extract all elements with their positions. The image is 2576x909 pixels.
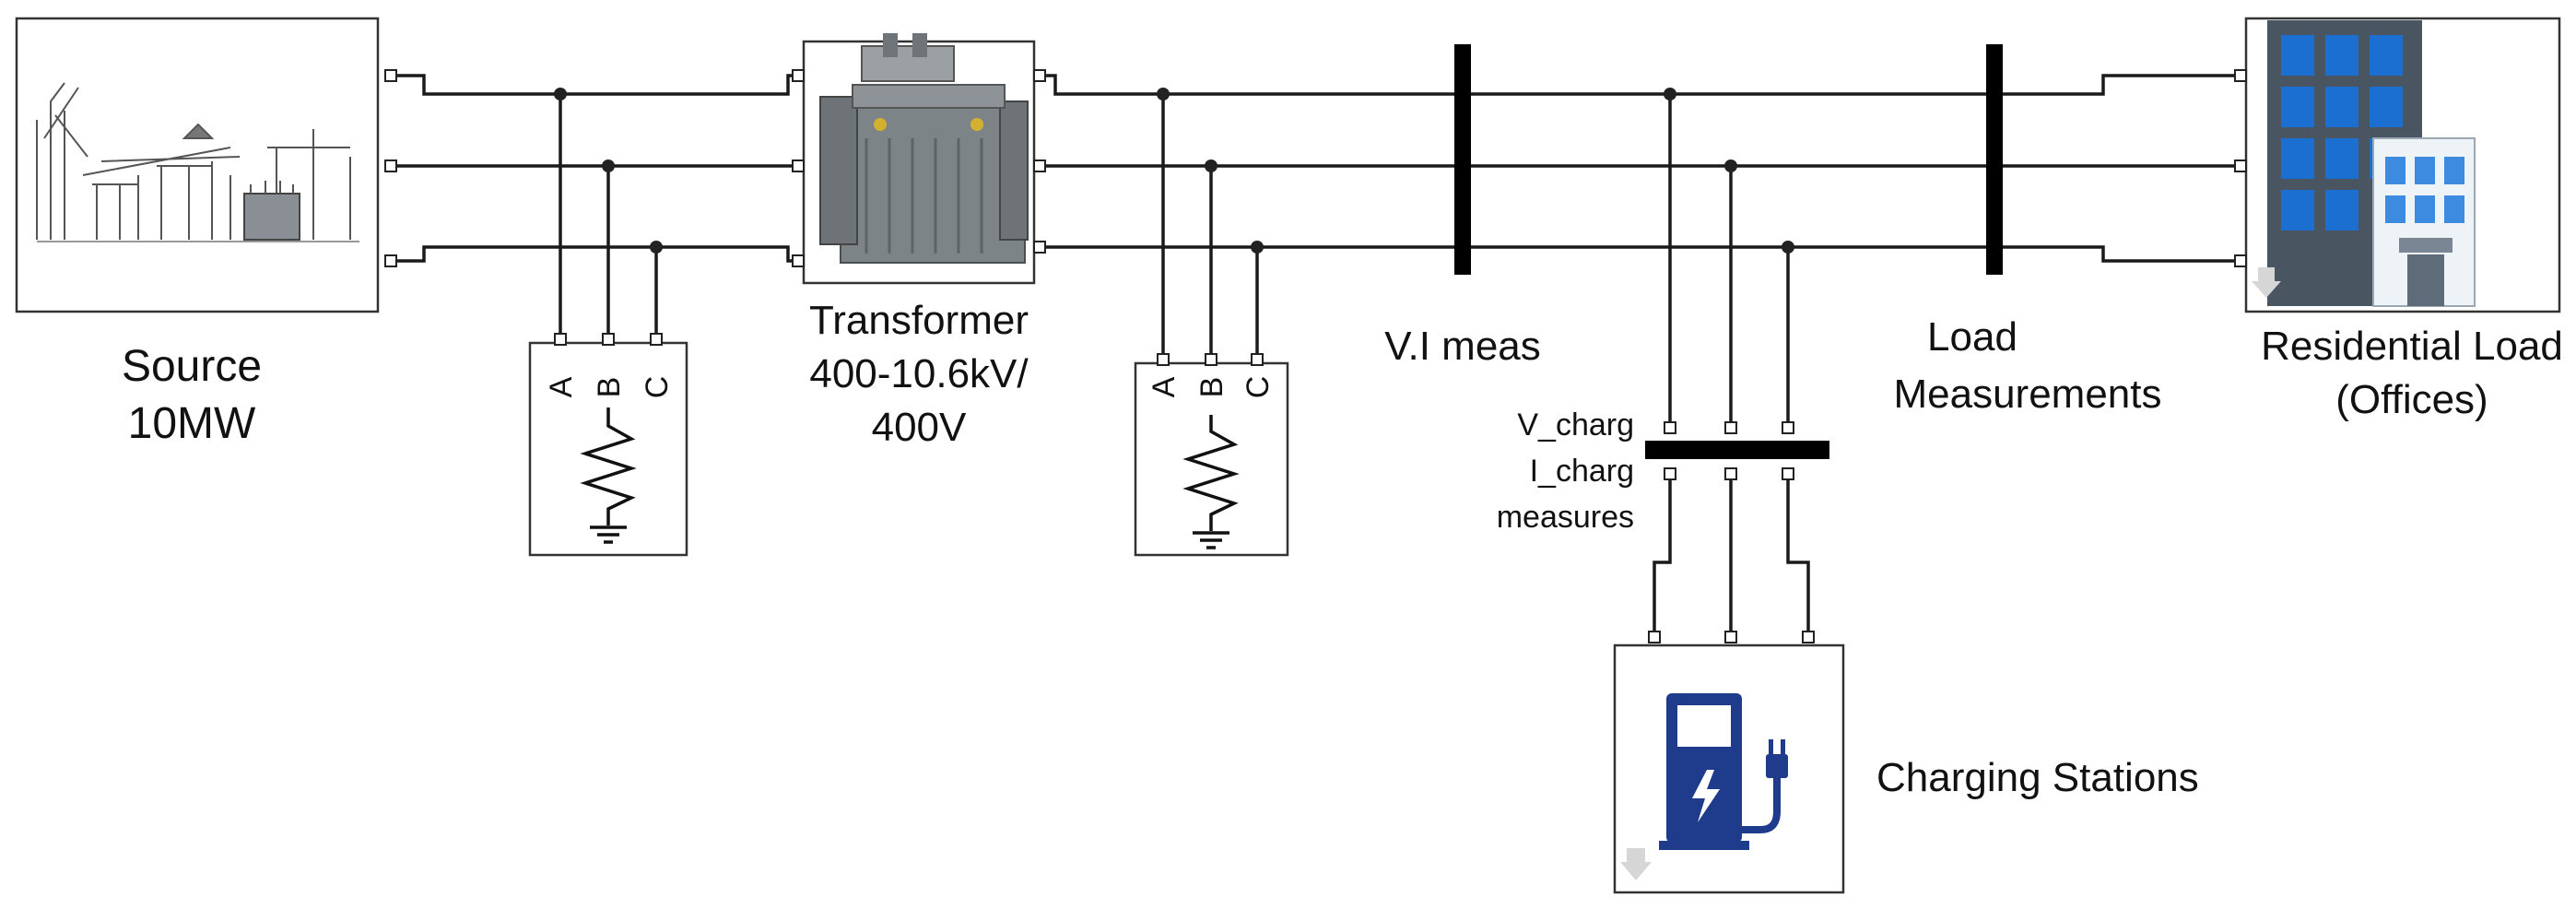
wire-charg-out-c — [1786, 479, 1810, 632]
resistor-icon — [1182, 415, 1240, 549]
source-ports — [384, 69, 397, 267]
wire-main-phase-a — [1034, 74, 2009, 96]
source-title: Source — [122, 342, 262, 391]
junction-dot — [1205, 159, 1217, 172]
vi-meas-bus[interactable] — [1454, 44, 1471, 275]
wire-res-phase-a — [2009, 74, 2235, 96]
transformer-label-line1: Transformer — [809, 298, 1029, 343]
ev-charger-icon — [1659, 693, 1788, 850]
charging-stations-block[interactable] — [1613, 631, 1845, 894]
load1-phase-b: B — [592, 377, 627, 398]
three-phase-load-2[interactable]: A B C — [1134, 353, 1289, 557]
charg-meas-label-line2: I_charg — [1530, 454, 1634, 489]
transformer-icon — [819, 33, 1029, 264]
junction-dots — [554, 88, 1794, 254]
load-meas-label-line2: Measurements — [1893, 372, 2161, 417]
wire-source-phase-c — [396, 245, 804, 263]
source-rating: 10MW — [128, 399, 256, 448]
resistor-icon — [580, 407, 637, 544]
junction-dot — [1664, 88, 1676, 100]
transformer-block[interactable] — [792, 33, 1046, 285]
wire-charg-out-a — [1653, 479, 1672, 632]
ground-icon — [590, 525, 627, 544]
junction-dot — [1724, 159, 1737, 172]
load-meas-label-line1: Load — [1927, 314, 2017, 360]
source-block[interactable] — [15, 17, 397, 313]
junction-dot — [602, 159, 615, 172]
load1-phase-a: A — [544, 376, 579, 397]
wire-source-phase-a — [396, 74, 804, 96]
charging-stations-label: Charging Stations — [1876, 755, 2199, 800]
charg-meas-bus[interactable] — [1645, 441, 1829, 459]
transformer-label-line3: 400V — [872, 405, 967, 450]
residential-label-line2: (Offices) — [2335, 377, 2488, 422]
charg-meas-label-line1: V_charg — [1517, 407, 1634, 443]
junction-dot — [1157, 88, 1170, 100]
load2-phase-b: B — [1194, 377, 1229, 398]
charg-meas-ports — [1664, 421, 1794, 480]
junction-dot — [1782, 241, 1794, 254]
ground-icon — [1193, 531, 1229, 549]
building-icon — [2267, 20, 2476, 307]
down-arrow-icon — [1620, 848, 1652, 880]
substation-icon — [36, 82, 359, 242]
load2-phase-c: C — [1241, 376, 1276, 399]
lightning-icon — [1692, 770, 1720, 822]
transformer-label-line2: 400-10.6kV/ — [809, 351, 1029, 396]
residential-load-block[interactable] — [2234, 17, 2561, 313]
three-phase-load-1[interactable]: A B C — [528, 333, 688, 557]
wire-res-phase-c — [2009, 245, 2235, 263]
down-arrow-icon — [2252, 267, 2281, 298]
plug-icon — [1742, 774, 1781, 833]
load-meas-bus[interactable] — [1986, 44, 2003, 275]
load2-phase-a: A — [1147, 376, 1182, 397]
vi-meas-label: V.I meas — [1384, 324, 1541, 369]
residential-label-line1: Residential Load — [2261, 324, 2563, 369]
load1-phase-c: C — [640, 376, 675, 399]
charg-meas-label-line3: measures — [1497, 500, 1634, 535]
junction-dot — [650, 241, 663, 254]
junction-dot — [554, 88, 567, 100]
junction-dot — [1251, 241, 1264, 254]
